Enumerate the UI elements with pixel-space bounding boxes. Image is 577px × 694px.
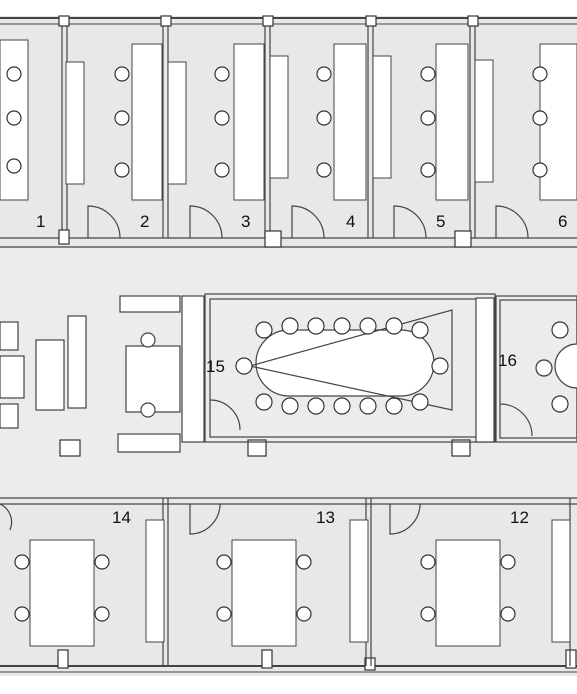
top-office-chairs: [6, 66, 548, 178]
bottom-office-chairs: [14, 554, 516, 622]
room-label-14: 14: [112, 508, 131, 527]
room-label-15: 15: [206, 357, 225, 376]
room-label-16: 16: [498, 351, 517, 370]
room-label-4: 4: [346, 212, 355, 231]
conference-chairs: [235, 317, 449, 415]
room-label-1: 1: [36, 212, 45, 231]
room-label-2: 2: [140, 212, 149, 231]
exterior-walls: [0, 17, 577, 673]
lounge-furniture: [0, 295, 181, 453]
room-label-6: 6: [558, 212, 567, 231]
room-label-12: 12: [510, 508, 529, 527]
conference-room: [181, 293, 496, 443]
column-blocks: [57, 15, 577, 671]
bottom-office-furniture: [29, 519, 571, 647]
top-office-doors: [87, 205, 529, 239]
room-label-5: 5: [436, 212, 445, 231]
meeting-chairs: [535, 321, 569, 413]
room-label-13: 13: [316, 508, 335, 527]
top-office-furniture: [0, 39, 577, 201]
room-label-3: 3: [241, 212, 250, 231]
meeting-room: [495, 295, 577, 443]
